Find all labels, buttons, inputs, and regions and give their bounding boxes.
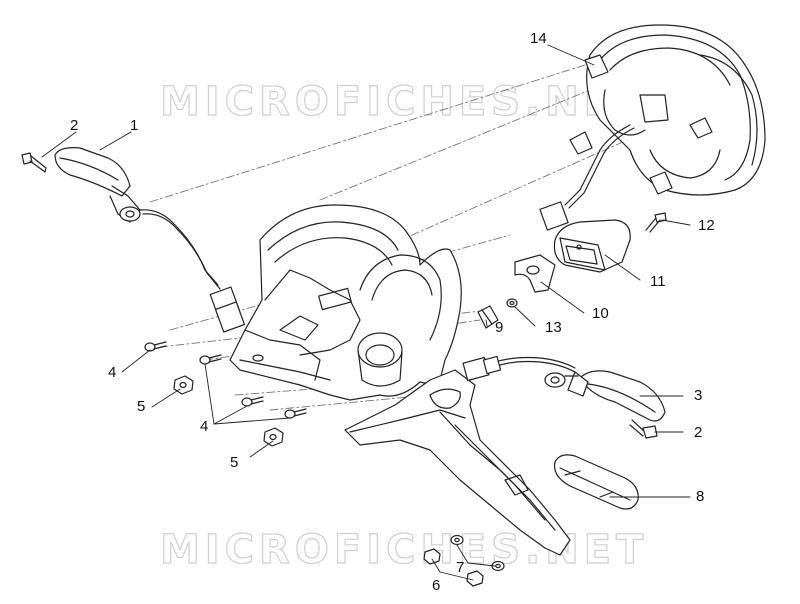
callout-10: 10 [592, 305, 609, 322]
watermark-top: MICROFICHES.NET [159, 79, 649, 125]
bracket-10 [514, 254, 556, 293]
callout-7: 7 [456, 559, 465, 576]
screw-4a [144, 341, 167, 352]
leader-lines [41, 44, 691, 581]
screw-right [629, 419, 658, 439]
callout-5-top: 5 [137, 398, 146, 415]
screw-4c [241, 396, 264, 407]
screw-left [21, 152, 47, 173]
nut-6a [423, 548, 441, 565]
callout-2-right: 2 [694, 424, 703, 441]
washer-7a [450, 534, 464, 546]
callout-12: 12 [698, 217, 715, 234]
screw-4d [284, 408, 307, 419]
callout-11: 11 [650, 273, 666, 290]
nut-6b [466, 570, 484, 587]
callout-4-top: 4 [108, 364, 117, 381]
callout-3: 3 [694, 387, 703, 404]
callout-4-bottom: 4 [200, 418, 209, 435]
screw-4b [199, 354, 222, 365]
callout-14: 14 [530, 30, 547, 47]
callout-9: 9 [495, 319, 504, 336]
screw-12 [645, 212, 667, 233]
license-light [553, 219, 631, 273]
callout-6: 6 [432, 577, 441, 594]
callout-1: 1 [130, 117, 139, 134]
callout-2-left: 2 [70, 117, 79, 134]
nut-5b [263, 427, 284, 447]
license-plate-holder [344, 369, 571, 556]
callout-13: 13 [545, 319, 562, 336]
tail-light [539, 24, 766, 231]
left-indicator [54, 147, 246, 333]
reflector-8 [553, 454, 639, 510]
rear-fender-assembly [229, 204, 462, 401]
callout-5-bottom: 5 [230, 454, 239, 471]
right-indicator [462, 355, 666, 422]
callout-8: 8 [696, 488, 705, 505]
clip-nut-9 [477, 305, 499, 329]
washer-13 [506, 298, 518, 308]
